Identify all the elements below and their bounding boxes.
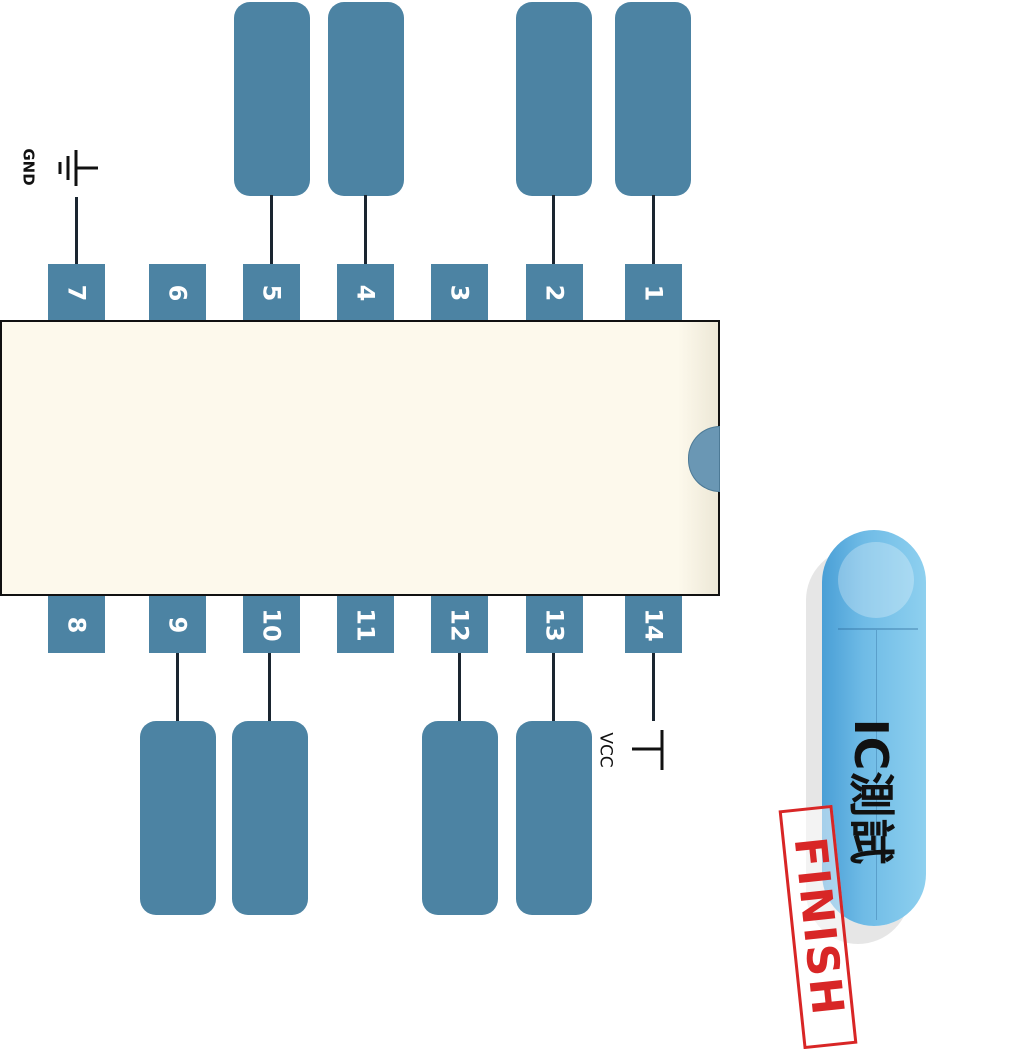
wire-pin-12 (458, 653, 461, 721)
wire-pin-13 (552, 653, 555, 721)
wire-pin-9 (176, 653, 179, 721)
pin-13[interactable]: 13 (526, 596, 583, 653)
pin-number: 1 (639, 284, 668, 301)
wire-pin-7 (75, 197, 78, 264)
ic-chip-body (0, 320, 720, 596)
pin-number: 11 (351, 607, 380, 642)
pin-number: 9 (163, 616, 192, 633)
pin-14[interactable]: 14 (625, 596, 682, 653)
wire-pin-4 (364, 195, 367, 264)
pin-number: 7 (62, 284, 91, 301)
pin-number: 5 (257, 284, 286, 301)
pin-9[interactable]: 9 (149, 596, 206, 653)
pin-8[interactable]: 8 (48, 596, 105, 653)
pin-number: 6 (163, 284, 192, 301)
wire-pin-1 (652, 195, 655, 264)
pin-12[interactable]: 12 (431, 596, 488, 653)
pin-number: 14 (639, 607, 668, 642)
pin-1[interactable]: 1 (625, 264, 682, 321)
pin-4[interactable]: 4 (337, 264, 394, 321)
switch-pad-pin-9[interactable] (140, 721, 216, 915)
wire-pin-5 (270, 195, 273, 264)
pin-number: 13 (540, 607, 569, 642)
gnd-label: GND (19, 148, 38, 186)
pin-10[interactable]: 10 (243, 596, 300, 653)
vcc-symbol-icon (632, 730, 664, 770)
pin-3[interactable]: 3 (431, 264, 488, 321)
pin-2[interactable]: 2 (526, 264, 583, 321)
switch-pad-pin-10[interactable] (232, 721, 308, 915)
pin-5[interactable]: 5 (243, 264, 300, 321)
pin-number: 10 (257, 607, 286, 642)
pin-number: 8 (62, 616, 91, 633)
button-seam (876, 630, 877, 920)
switch-pad-pin-4[interactable] (328, 2, 404, 196)
ground-symbol-icon (58, 150, 98, 186)
button-highlight (838, 542, 914, 618)
pin-6[interactable]: 6 (149, 264, 206, 321)
switch-pad-pin-12[interactable] (422, 721, 498, 915)
pin-11[interactable]: 11 (337, 596, 394, 653)
wire-pin-14 (652, 653, 655, 721)
switch-pad-pin-2[interactable] (516, 2, 592, 196)
wire-pin-10 (268, 653, 271, 721)
ic-test-button[interactable]: IC測試 (822, 530, 926, 926)
switch-pad-pin-13[interactable] (516, 721, 592, 915)
switch-pad-pin-5[interactable] (234, 2, 310, 196)
pin-7[interactable]: 7 (48, 264, 105, 321)
button-seam (838, 628, 918, 630)
vcc-label: VCC (595, 732, 616, 768)
pin-number: 2 (540, 284, 569, 301)
ic-test-button-label: IC測試 (844, 718, 898, 866)
switch-pad-pin-1[interactable] (615, 2, 691, 196)
pin-number: 4 (351, 284, 380, 301)
pin-number: 3 (445, 284, 474, 301)
pin-number: 12 (445, 607, 474, 642)
wire-pin-2 (552, 195, 555, 264)
